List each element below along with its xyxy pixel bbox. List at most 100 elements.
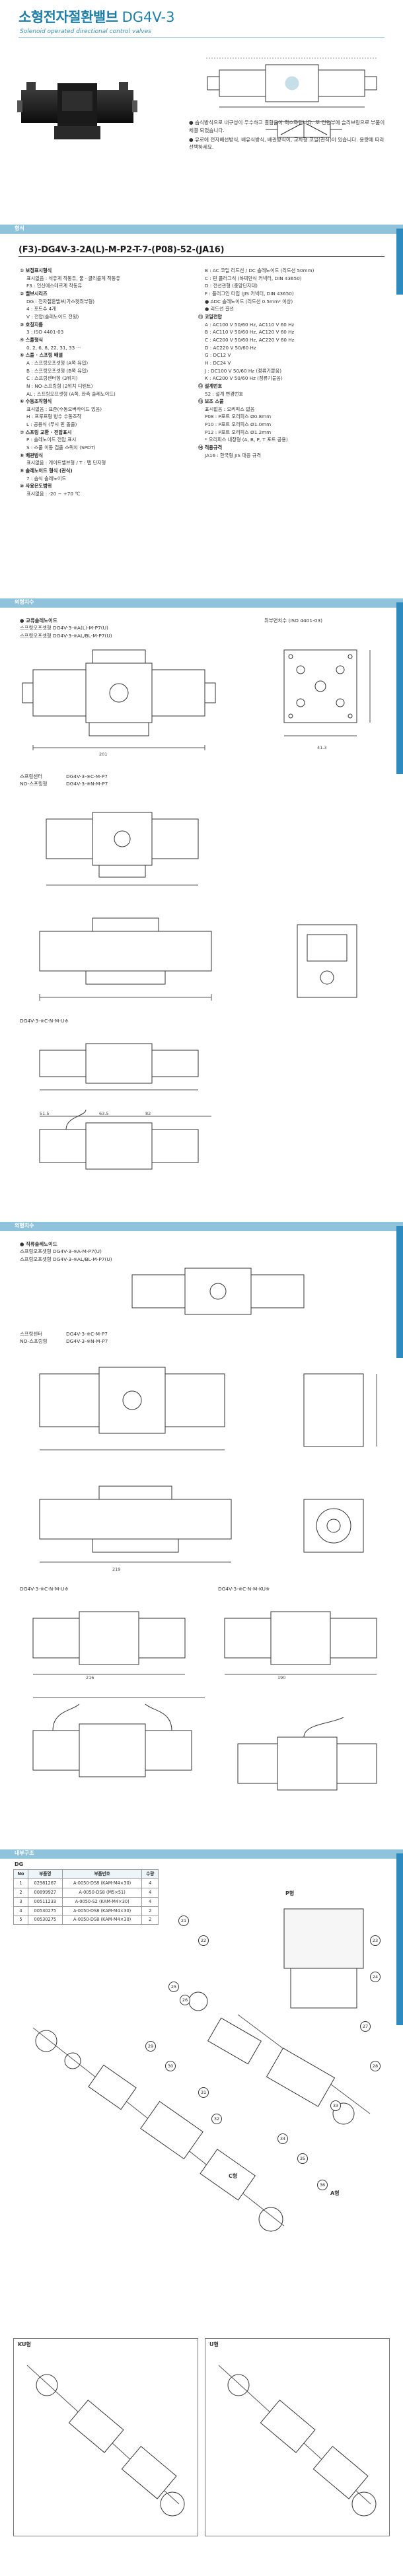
spec-value: 표시없음 : 오리피스 없음 xyxy=(205,406,255,412)
part-callout: 29 xyxy=(145,2041,156,2052)
spec-row: J : DC100 V 50/60 Hz (정류기붙음) xyxy=(198,367,390,375)
spec-row: JA16 : 한국형 JIS 대응 규격 xyxy=(198,452,390,460)
box-label-p: P형 xyxy=(285,1890,295,1896)
spec-value: P : 솔레노이드 전압 표시 xyxy=(26,437,77,443)
dim-label: 219 xyxy=(112,1567,121,1572)
spec-row: C : AC200 V 50/60 Hz, AC220 V 60 Hz xyxy=(198,336,390,344)
outline-note-2: 스프링센터 NO-스프링형 xyxy=(20,773,47,788)
box-label-a: A형 xyxy=(330,2190,340,2196)
spec-value: B : 스프링오프셋형 (B쪽 유입) xyxy=(26,367,89,374)
dc-side-drawing xyxy=(26,1480,244,1572)
view-label: DG4V-3-※C-N-M-U※ xyxy=(20,1018,69,1024)
dc-end-svg xyxy=(303,1373,377,1447)
col-header: 부품번호 xyxy=(61,1869,143,1879)
page-subtitle: Solenoid operated directional control va… xyxy=(20,28,151,35)
spec-value: A : AC100 V 50/60 Hz, AC110 V 60 Hz xyxy=(205,321,295,328)
spec-key: ⑫ 설계번호 xyxy=(198,382,223,389)
outline-dc-code-2: DG4V-3-※C-M-P7 DG4V-3-※N-M-P7 xyxy=(66,1330,108,1345)
spec-value: * 오리피스 내장형 (A, B, P, T 포트 공용) xyxy=(205,437,288,443)
spec-row: ⑥ 수동조작형식 xyxy=(20,398,188,406)
spec-row: 표시없음 : -20 ~ +70 ℃ xyxy=(20,490,188,498)
table-cell: A-0050-DS8 (KAM-M4×30) xyxy=(61,1906,143,1916)
exploded-view-upper xyxy=(172,1896,390,2133)
table-cell: 00899927 xyxy=(27,1887,63,1898)
spec-value: H : DC24 V xyxy=(205,359,231,366)
table-cell: 5 xyxy=(13,1915,28,1925)
part-callout: 26 xyxy=(180,1995,190,2005)
side-tab xyxy=(396,602,403,774)
spec-row: D : 전선관형 (중앙단자대) xyxy=(198,282,390,290)
code-line: DG4V-3-※N-M-P7 xyxy=(66,781,108,787)
part-callout: 22 xyxy=(198,1935,209,1946)
spec-value: D : AC220 V 50/60 Hz xyxy=(205,344,256,351)
dc-ku-a-svg xyxy=(32,1611,186,1675)
spec-row: 표시없음 : 표준(수동오버라이드 있음) xyxy=(20,406,188,413)
symbol-drawing xyxy=(264,116,344,143)
table-cell: 2 xyxy=(141,1906,159,1916)
dc-lead2-svg xyxy=(237,1717,377,1791)
spec-value: J : DC100 V 50/60 Hz (정류기붙음) xyxy=(205,367,281,374)
spec-value: ● 리드선 결선 xyxy=(205,306,234,312)
table-cell: 4 xyxy=(141,1878,159,1888)
feature-list: ● 습식방식으로 내구성이 우수하고 결함율이 최소화됩니다. 또 전원부에 슬… xyxy=(189,119,387,153)
spec-row: F3 : 인산에스테르계 작동유 xyxy=(20,282,188,290)
side-tab xyxy=(396,1226,403,1358)
section-title: 외형치수 xyxy=(15,599,34,605)
spec-row: V : 전압(솔레노이드 전원) xyxy=(20,313,188,321)
spec-value: F : 플러그인 타입 (JIS 커넥터, DIN 43650) xyxy=(205,290,294,297)
spec-key: ① 보정표시형식 xyxy=(20,268,52,273)
spec-value: 표시없음 : 석유계 작동유, 물 · 글리콜계 작동유 xyxy=(26,275,121,281)
hydraulic-symbol-svg xyxy=(266,121,342,138)
spec-row: ⑭ 적용규격 xyxy=(198,444,390,452)
part-callout: 31 xyxy=(198,2087,209,2098)
table-header-row: No 부품명 부품번호 수량 xyxy=(13,1869,159,1879)
spec-row: ⑤ 스풀 · 스프링 배열 xyxy=(20,351,188,359)
spec-value: C : 스프링센터형 (3위치) xyxy=(26,375,78,382)
header-rule xyxy=(18,37,385,38)
spec-row: 표시없음 : 게이트밸브형 / T : 탭 단자형 xyxy=(20,459,188,467)
spec-row: ● ADC 솔레노이드 (리드선 0.5mm² 이상) xyxy=(198,298,390,306)
spec-key: ③ 호칭지름 xyxy=(20,321,44,328)
spec-row: DG : 전자절환밸브(가스켓취부형) xyxy=(20,298,188,306)
dim-label: 190 xyxy=(277,1675,286,1680)
dc-end-drawing xyxy=(284,1354,383,1460)
ac-lead-drawing xyxy=(26,1030,225,1096)
exploded-lower-svg xyxy=(32,2027,285,2232)
table-cell: A-0050-DS8 (M5×51) xyxy=(61,1887,143,1898)
spec-row: A : 스프링오프셋형 (A쪽 유입) xyxy=(20,359,188,367)
note-line: 스프링센터 xyxy=(20,773,42,779)
table-cell: 2 xyxy=(13,1887,28,1898)
table-cell: 1 xyxy=(13,1878,28,1888)
side-tab xyxy=(396,229,403,295)
model-code-line: (F3)-DG4V-3-2A(L)-M-P2-T-7-(P08)-52-(JA1… xyxy=(18,245,225,255)
section-bar-order-code: 형식 xyxy=(0,225,403,234)
spec-row: P10 : P포트 오리피스 Ø1.0mm xyxy=(198,421,390,429)
spec-row: ④ 스풀형식 xyxy=(20,336,188,344)
feature-item: ● 습식방식으로 내구성이 우수하고 결함율이 최소화됩니다. 또 전원부에 슬… xyxy=(189,120,385,133)
spec-row: AL : 스프링오프셋형 (A쪽, 좌측 솔레노이드) xyxy=(20,390,188,398)
spec-row: L : 공용식 (푸시 핀 돌출) xyxy=(20,421,188,429)
table-cell: 00530275 xyxy=(27,1915,63,1925)
spec-row: F : 플러그인 타입 (JIS 커넥터, DIN 43650) xyxy=(198,290,390,298)
spec-row: B : AC110 V 50/60 Hz, AC120 V 60 Hz xyxy=(198,328,390,336)
spec-row: ⑩ 사용온도범위 xyxy=(20,482,188,490)
mount-face-drawing xyxy=(264,630,383,749)
dim-label: 51.5 xyxy=(40,1111,50,1116)
spec-row: C : 핀 플러그식 (하찌만식 커넥터, DIN 43650) xyxy=(198,275,390,283)
spec-row: 0, 2, 6, 8, 22, 31, 33 ··· xyxy=(20,344,188,352)
note-title: ● 교류솔레노이드 xyxy=(20,618,57,624)
ac-center-svg xyxy=(46,812,199,886)
spec-value: S : 스풀 이동 검출 스위치 (SPDT) xyxy=(26,445,96,451)
u-type-svg xyxy=(218,2365,377,2517)
spec-key: ⑦ 스프링 교환 · 전압표시 xyxy=(20,429,72,435)
spec-value: 4 : 포트수 4개 xyxy=(26,306,56,312)
spec-row: 4 : 포트수 4개 xyxy=(20,305,188,313)
table-cell: 00530275 xyxy=(27,1906,63,1916)
section-bar-outline: 외형치수 xyxy=(0,598,403,608)
spec-value: F3 : 인산에스테르계 작동유 xyxy=(26,283,83,289)
spec-row: ⑨ 솔레노이드 형식 (관식) xyxy=(20,467,188,475)
